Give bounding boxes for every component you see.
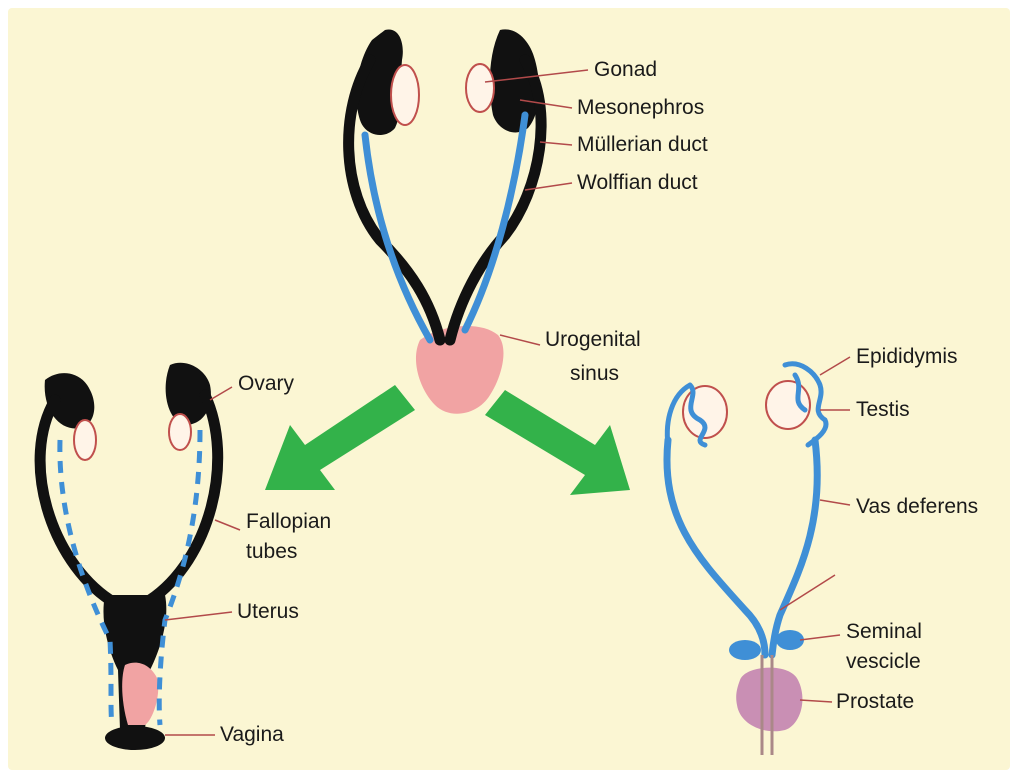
label-testis: Testis [856, 398, 910, 422]
seminal-vesicle-right [776, 630, 804, 650]
label-uterus: Uterus [237, 600, 299, 624]
label-mesonephros: Mesonephros [577, 96, 704, 120]
arrow-to-male [485, 390, 630, 495]
vas-deferens-right [772, 440, 817, 655]
label-vagina: Vagina [220, 723, 284, 747]
vagina-base [105, 726, 165, 750]
prostate-shape [736, 668, 802, 732]
male-stage [667, 357, 850, 755]
leader-line [500, 335, 540, 345]
leader-line [820, 357, 850, 375]
leader-line [820, 500, 850, 505]
label-ovary: Ovary [238, 372, 294, 396]
ovary-left [74, 420, 96, 460]
leader-line [800, 700, 832, 702]
label-fallopian-line1: Fallopian [246, 510, 331, 534]
female-stage [40, 363, 240, 750]
label-seminal-line2: vescicle [846, 650, 921, 674]
seminal-vesicle-left [729, 640, 761, 660]
label-urogenital-line2: sinus [570, 362, 619, 386]
leader-line [165, 612, 232, 620]
leader-line [800, 635, 840, 640]
label-gonad: Gonad [594, 58, 657, 82]
label-wolffian-duct: Wolffian duct [577, 171, 698, 195]
testis-right [766, 381, 810, 429]
label-seminal-line1: Seminal [846, 620, 922, 644]
leader-line [215, 520, 240, 530]
label-mullerian-duct: Müllerian duct [577, 133, 708, 157]
ovary-right [169, 414, 191, 450]
gonad-left [391, 65, 419, 125]
vagina-pink [122, 663, 158, 725]
label-fallopian-line2: tubes [246, 540, 297, 564]
leader-line [210, 387, 232, 400]
indifferent-stage [349, 29, 588, 413]
wolffian-remnant-right [159, 430, 200, 725]
label-epididymis: Epididymis [856, 345, 958, 369]
arrow-to-female [265, 385, 415, 490]
label-urogenital-line1: Urogenital [545, 328, 641, 352]
gonad-right [466, 64, 494, 112]
vas-deferens-left [667, 440, 765, 655]
label-prostate: Prostate [836, 690, 914, 714]
label-vas-deferens: Vas deferens [856, 495, 978, 519]
